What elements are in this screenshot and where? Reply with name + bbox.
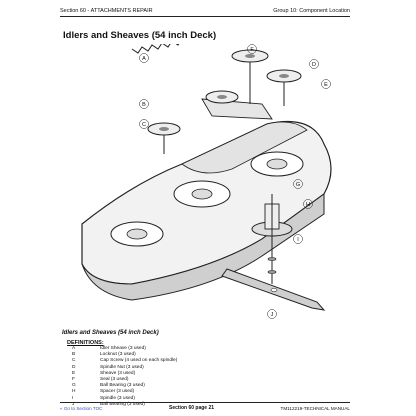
callout-c: C [142, 122, 146, 128]
callout-i: I [297, 237, 299, 243]
callout-b: B [142, 102, 146, 108]
callout-g: G [296, 182, 300, 188]
definitions-heading: DEFINITIONS: [67, 340, 104, 346]
page-footer: « Go to Section TOC Section 60 page 21 T… [60, 405, 350, 411]
deck-skirt [81, 193, 325, 301]
caption-title: Idlers and Sheaves (54 inch Deck) [62, 330, 159, 336]
footer-rule [60, 402, 350, 403]
page-header: Section 60 - ATTACHMENTS REPAIR Group 10… [60, 5, 350, 16]
callout-f: F [250, 47, 254, 53]
deck-diagram: A B C D E F G H I J [81, 44, 332, 319]
idler-arm [201, 98, 273, 120]
header-section-title: Section 60 - ATTACHMENTS REPAIR [60, 7, 153, 14]
tension-spring [131, 44, 180, 54]
section-toc-link[interactable]: « Go to Section TOC [60, 405, 103, 411]
callouts [139, 44, 331, 319]
callout-e: E [324, 82, 328, 88]
callout-j: J [271, 312, 274, 318]
deck-rear-rib [181, 121, 308, 174]
callout-a: A [142, 56, 146, 62]
callout-h: H [306, 202, 310, 208]
header-rule [60, 16, 350, 17]
manual-id: TM112219-TECHNICAL MANUAL [280, 405, 350, 411]
page-number: Section 60 page 21 [169, 405, 215, 411]
callout-d: D [312, 62, 316, 68]
page-title: Idlers and Sheaves (54 inch Deck) [63, 30, 217, 41]
header-group-title: Group 10: Component Location [273, 7, 350, 14]
